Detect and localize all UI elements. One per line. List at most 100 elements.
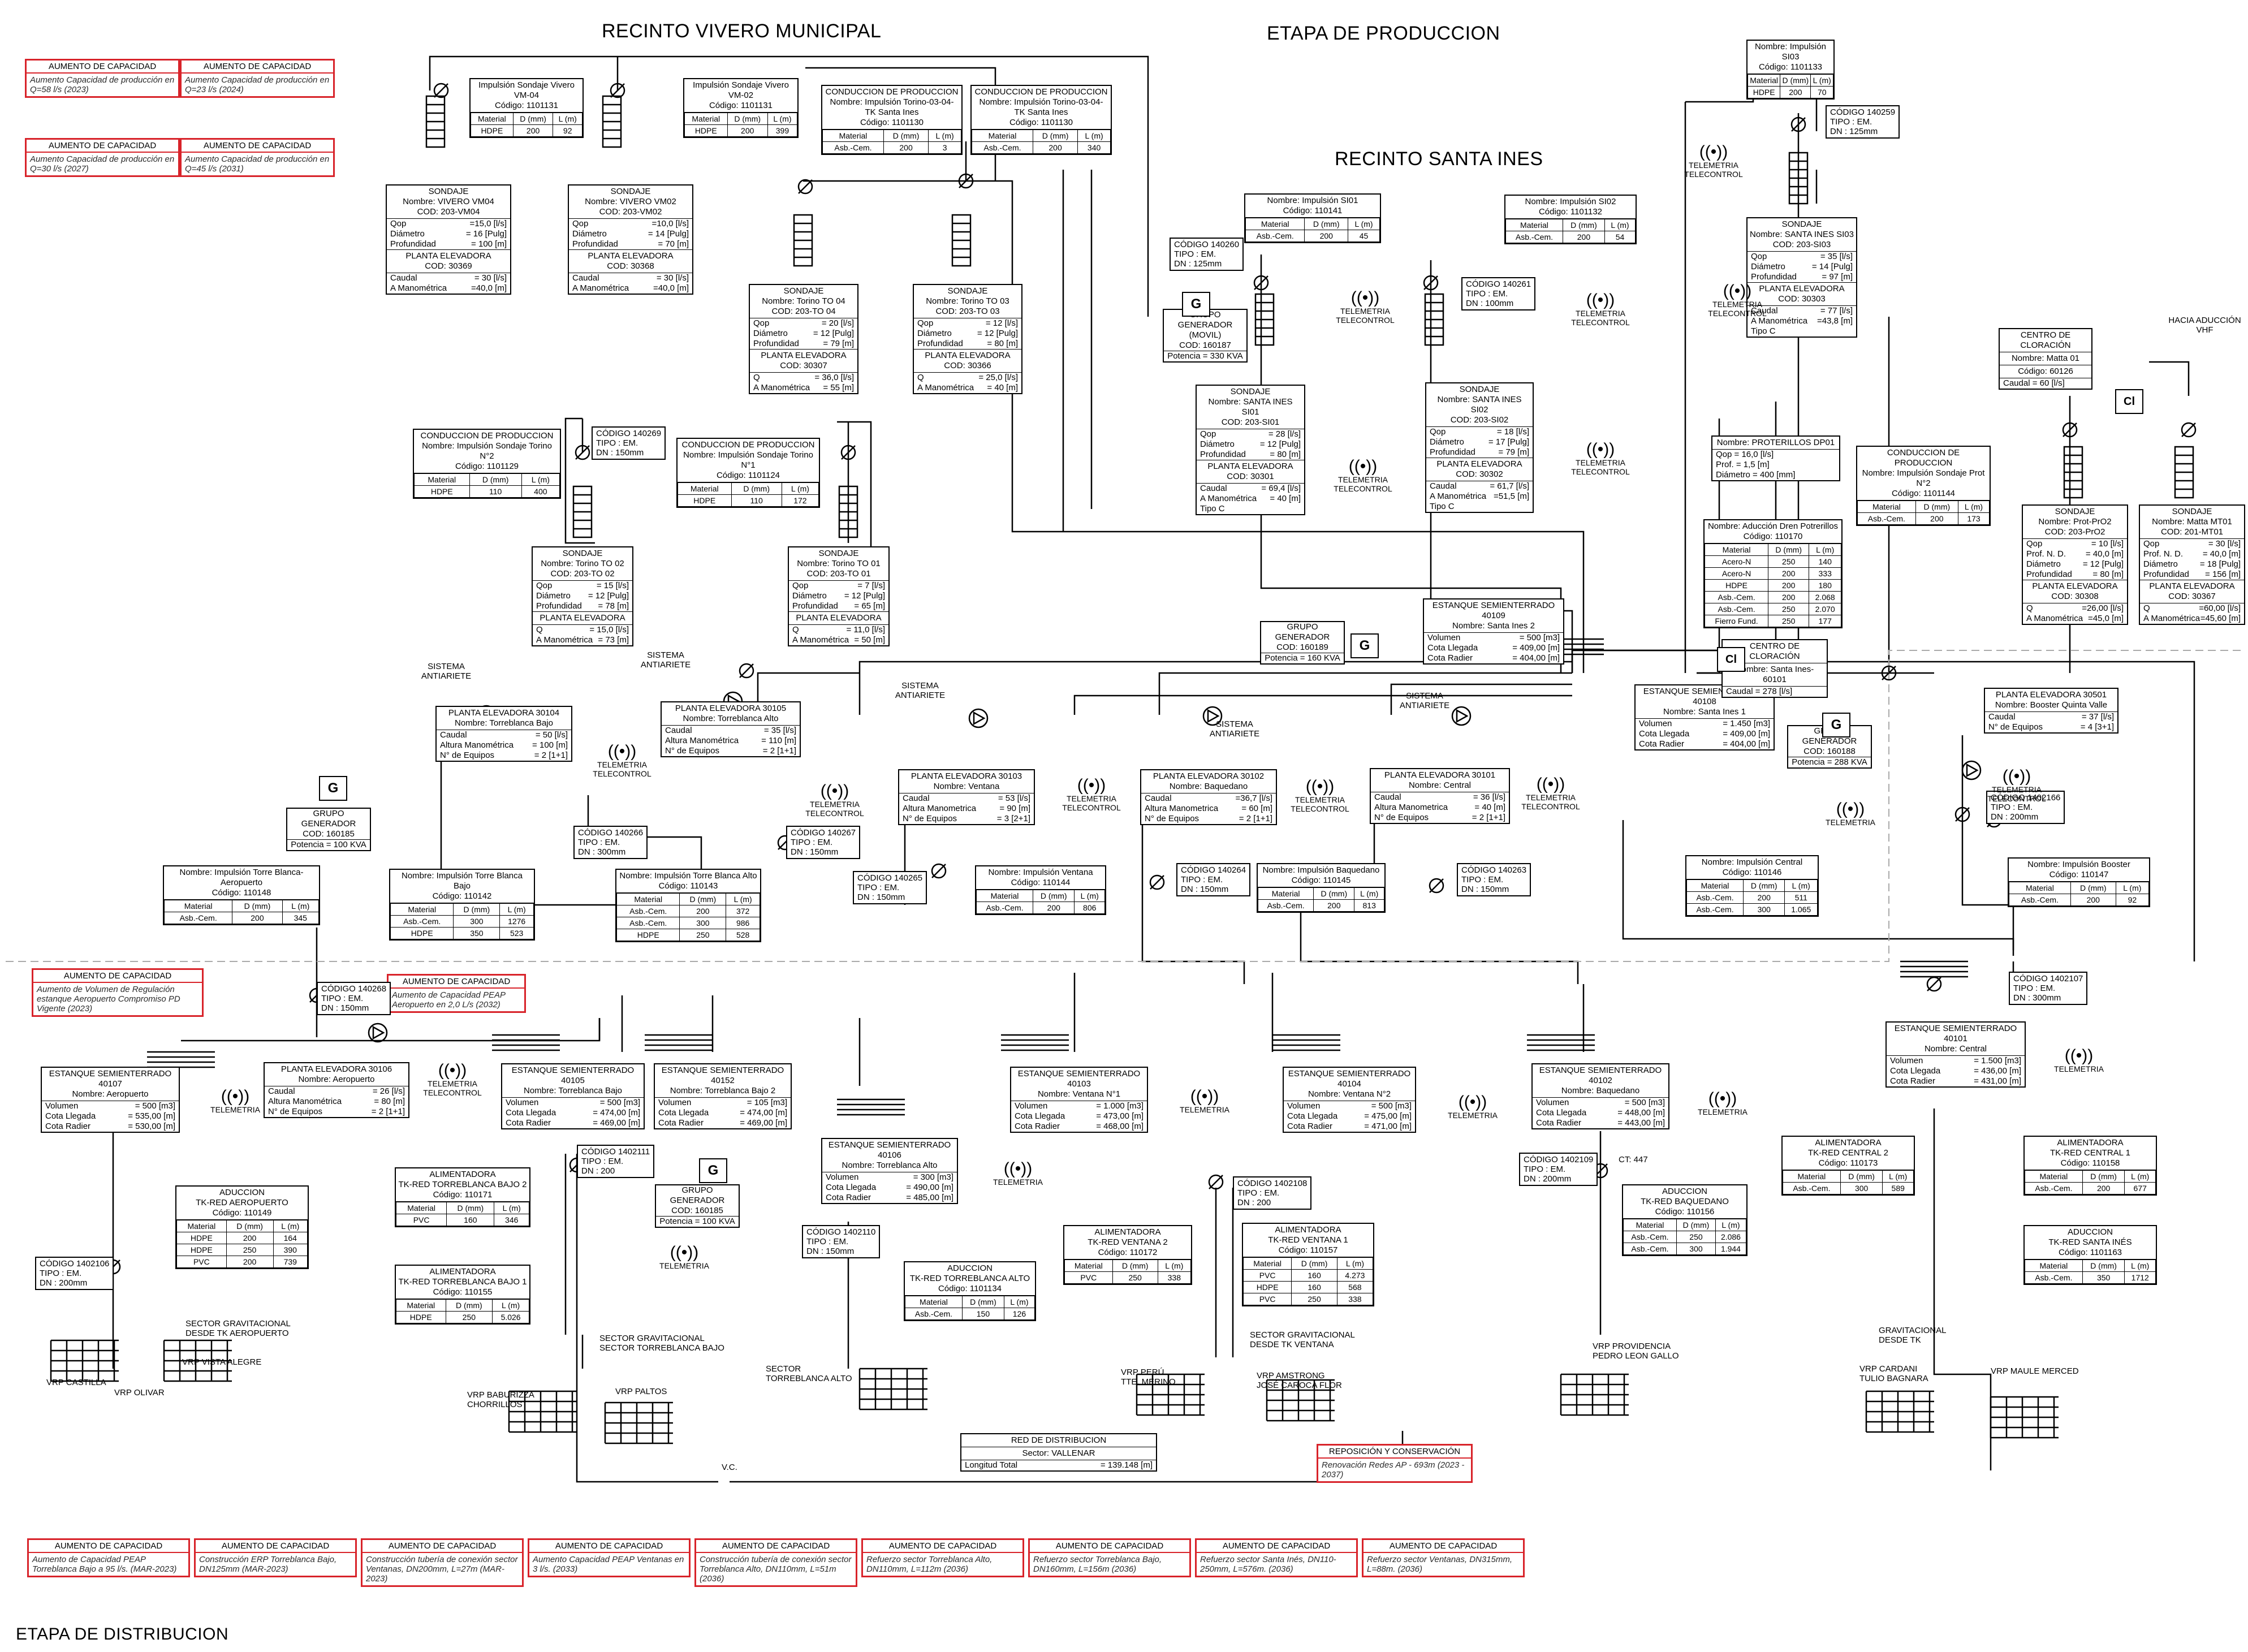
valve-slash: [1927, 977, 1941, 991]
col-header: L (m): [726, 893, 760, 905]
pipe-box-header-line: Código: 110144: [1011, 878, 1071, 887]
table-cell: 200: [2070, 894, 2116, 906]
feed-box-header-line: Código: 110157: [1278, 1245, 1338, 1255]
well-val: = 12 [Pulg]: [2082, 559, 2124, 569]
col-header: D (mm): [1033, 890, 1075, 902]
tank-box-row: Cota Radier= 469,00 [m]: [502, 1118, 644, 1128]
table-cell: 372: [726, 905, 760, 917]
tank-box-row: Cota Radier= 468,00 [m]: [1011, 1122, 1147, 1132]
generator-icon: G: [1182, 292, 1210, 317]
tank-box-key: Volumen: [1287, 1101, 1321, 1111]
well-val: = 12 [Pulg]: [813, 329, 854, 338]
plant-line: PLANTA ELEVADORA: [761, 351, 847, 360]
well-key: Q: [536, 625, 543, 635]
plant-box-row: Altura Manométrica= 80 [m]: [265, 1097, 408, 1107]
col-header: D (mm): [445, 1299, 493, 1312]
table-cell: 1.944: [1715, 1243, 1747, 1255]
col-header: Material: [1245, 218, 1305, 230]
tank-box-row: Cota Llegada= 474,00 [m]: [502, 1108, 644, 1118]
vrp-line-line: VRP OLIVAR: [114, 1388, 165, 1397]
well-key: A Manométrica: [390, 283, 447, 293]
tank-box-header-line: Nombre: Central: [1924, 1044, 1987, 1054]
note-head: AUMENTO DE CAPACIDAD: [389, 976, 524, 989]
valve-code-line: DN : 150mm: [806, 1246, 855, 1256]
well-row: Profundidad= 80 [m]: [1197, 450, 1304, 460]
table-cell: HDPE: [616, 929, 680, 941]
well-val: = 55 [m]: [823, 383, 854, 392]
table-cell: 5.026: [492, 1311, 529, 1323]
table-cell: 173: [1958, 512, 1990, 525]
col-header: Material: [1783, 1170, 1841, 1183]
valve-slash: [610, 83, 625, 98]
telemetry-label-line: TELEMETRIA: [810, 800, 860, 809]
antenna-icon: ((•)): [2002, 767, 2031, 786]
tank-box-key: Cota Llegada: [1890, 1066, 1941, 1076]
telemetry-label-line: TELEMETRIA: [2054, 1064, 2104, 1073]
sector-line-line: DESDE TK VENTANA: [1250, 1340, 1334, 1349]
col-header: L (m): [1074, 890, 1105, 902]
generator-label-line: GRUPO GENERADOR: [301, 809, 356, 829]
well-key: A Manométrica: [1751, 316, 1808, 326]
antenna-icon: ((•)): [1350, 288, 1380, 307]
table-cell: PVC: [1242, 1293, 1292, 1305]
plant-line: COD: 30303: [1778, 294, 1826, 304]
generator-power: Potencia = 100 KVA: [656, 1216, 739, 1227]
tank-box-header-line: ESTANQUE SEMIENTERRADO 40103: [1017, 1069, 1141, 1089]
telemetry-icon: ((•))TELEMETRIA: [650, 1244, 718, 1271]
well-key: Profundidad: [753, 339, 799, 348]
valve-code-line: CÓDIGO 140265: [857, 873, 923, 883]
note-body: Aumento Capacidad PEAP Ventanas en 3 l/s…: [533, 1555, 684, 1574]
col-header: D (mm): [453, 903, 500, 916]
valve-code-line: CÓDIGO 140268: [321, 984, 387, 994]
valve-code-line: CÓDIGO 1402111: [581, 1147, 650, 1157]
col-header: L (m): [494, 1202, 529, 1214]
col-header: L (m): [1157, 1260, 1192, 1272]
well-key: Diámetro: [753, 329, 788, 338]
well-row: Diámetro= 12 [Pulg]: [789, 591, 888, 601]
antiariete-line-line: SISTEMA: [1406, 691, 1443, 701]
tank-box-val: = 105 [m3]: [747, 1098, 787, 1107]
plant-box-header-line: PLANTA ELEVADORA 30501: [1995, 690, 2107, 700]
tank-box-row: Cota Llegada= 409,00 [m]: [1424, 643, 1563, 653]
col-header: L (m): [273, 1220, 308, 1232]
pump-icon: [968, 708, 989, 728]
valve-code-line: DN : 200mm: [1524, 1174, 1572, 1184]
antenna-icon: ((•)): [1348, 457, 1378, 476]
well-key: Tipo C: [1751, 326, 1776, 336]
tank-box-header-line: Nombre: Ventana N°2: [1308, 1089, 1391, 1099]
sector-line-line: DESDE TK: [1879, 1335, 1921, 1345]
pipe-box-header-line: CONDUCCION DE PRODUCCION: [974, 87, 1108, 97]
valve-icon: [797, 179, 813, 195]
well-key: Diámetro: [1751, 262, 1785, 271]
pump-triangle: [973, 711, 986, 726]
tank-box-header-line: Nombre: Santa Ines 2: [1452, 621, 1535, 631]
valve-code-line: TIPO : EM.: [1237, 1188, 1280, 1198]
tank-box-key: Cota Radier: [1427, 653, 1473, 663]
